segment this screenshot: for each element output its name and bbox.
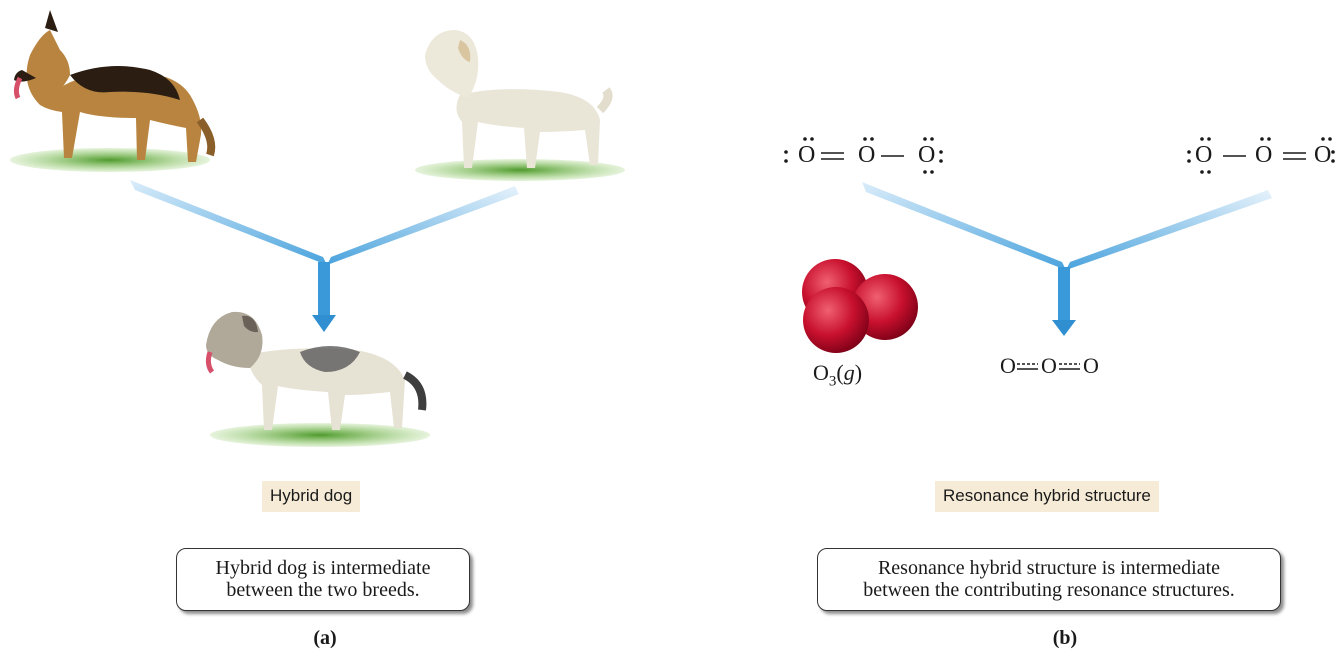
ozone-formula: O3(g): [813, 360, 862, 390]
left-o-1: O: [798, 142, 815, 169]
panel-b: O O O O O O O O O O3(g) Resonance hybrid…: [660, 0, 1337, 661]
panel-a-label: (a): [300, 627, 350, 650]
merge-arrow-b: [862, 182, 1272, 336]
formula-base: O: [813, 360, 829, 385]
resonance-hybrid-tag: Resonance hybrid structure: [935, 481, 1159, 512]
caption-line-1: Hybrid dog is intermediate: [187, 557, 459, 579]
left-o-2: O: [858, 142, 875, 169]
formula-subscript: 3: [829, 373, 837, 389]
panel-b-label: (b): [1040, 627, 1090, 650]
resonance-caption: Resonance hybrid structure is intermedia…: [817, 548, 1281, 611]
caption-line-1: Resonance hybrid structure is intermedia…: [828, 557, 1270, 579]
ozone-molecule-model: [802, 259, 918, 353]
right-o-3: O: [1314, 142, 1331, 169]
hybrid-dog-tag: Hybrid dog: [262, 481, 360, 512]
labrador-icon: [415, 30, 625, 181]
hybrid-dog-caption: Hybrid dog is intermediate between the t…: [176, 548, 470, 611]
caption-line-2: between the two breeds.: [187, 579, 459, 601]
hybrid-o-1: O: [1000, 353, 1016, 379]
hybrid-o-2: O: [1041, 353, 1057, 379]
panel-a: Hybrid dog Hybrid dog is intermediate be…: [0, 0, 660, 661]
right-o-1: O: [1195, 142, 1212, 169]
merge-arrow: [130, 180, 519, 332]
left-o-3: O: [918, 142, 935, 169]
right-o-2: O: [1255, 142, 1272, 169]
caption-line-2: between the contributing resonance struc…: [828, 579, 1270, 601]
hybrid-o-3: O: [1083, 353, 1099, 379]
german-shepherd-icon: [10, 10, 211, 172]
formula-state: g: [844, 360, 855, 385]
hybrid-dog-icon: [206, 312, 430, 447]
